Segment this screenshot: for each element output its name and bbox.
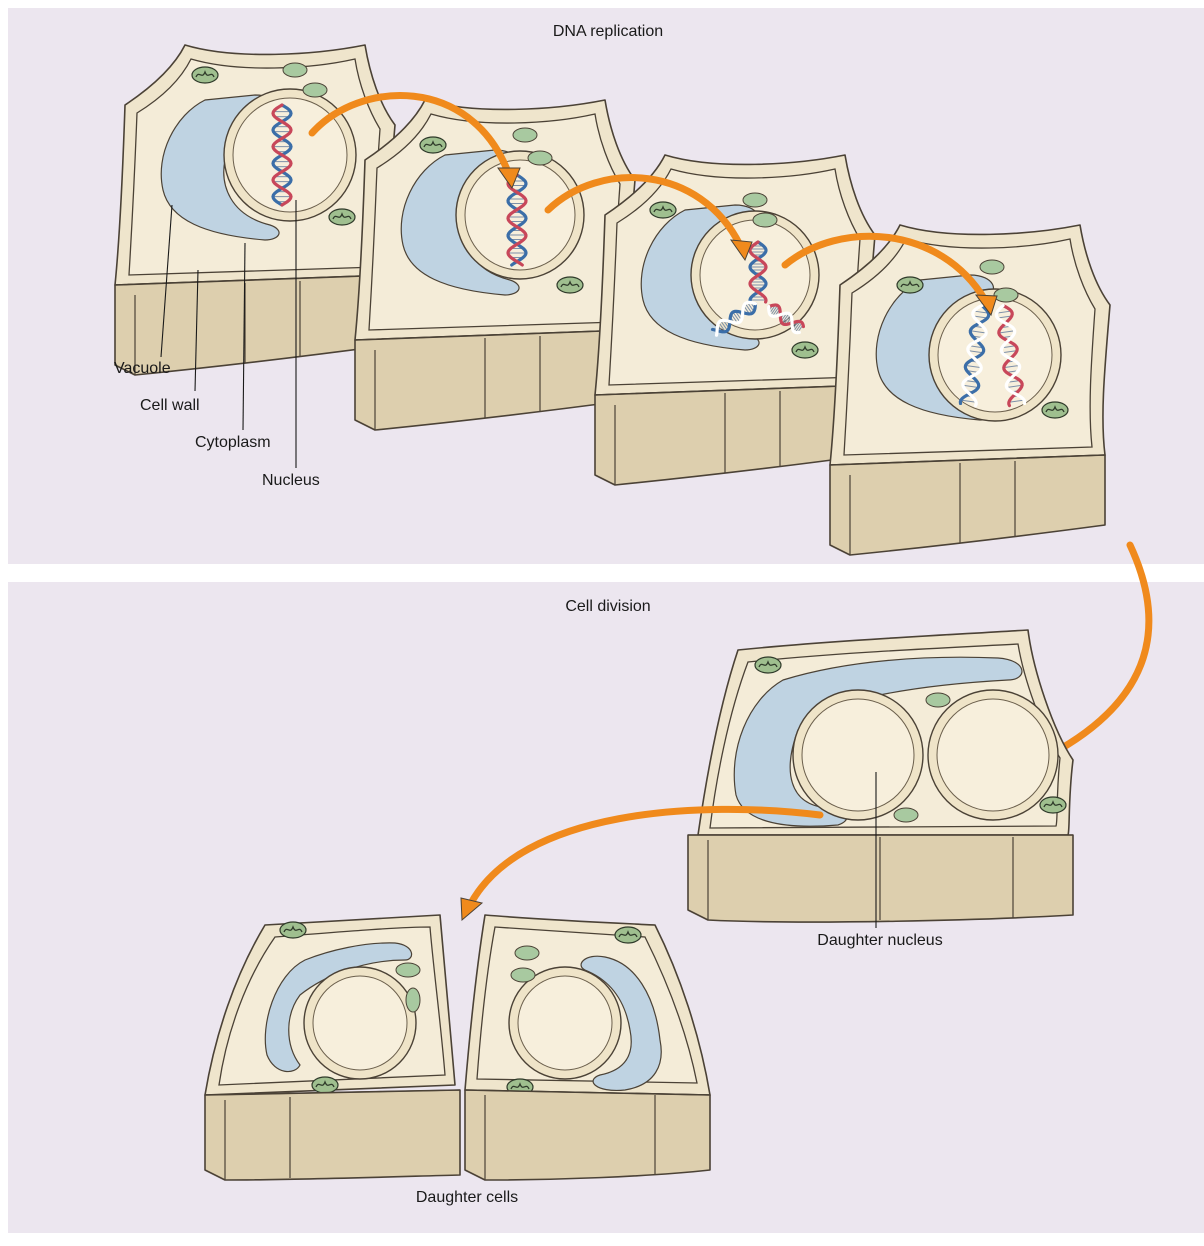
vacuole-label: Vacuole: [114, 360, 171, 377]
bottom-section-title: Cell division: [565, 598, 650, 615]
top-section-title: DNA replication: [553, 23, 663, 40]
daughter-nucleus-label: Daughter nucleus: [817, 932, 942, 949]
daughter-cells-label: Daughter cells: [416, 1189, 518, 1206]
cell-wall-label: Cell wall: [140, 397, 200, 414]
cytoplasm-label: Cytoplasm: [195, 434, 271, 451]
dividing-cell: [688, 630, 1073, 922]
nucleus-label: Nucleus: [262, 472, 320, 489]
cell-stage-1: [115, 45, 395, 375]
